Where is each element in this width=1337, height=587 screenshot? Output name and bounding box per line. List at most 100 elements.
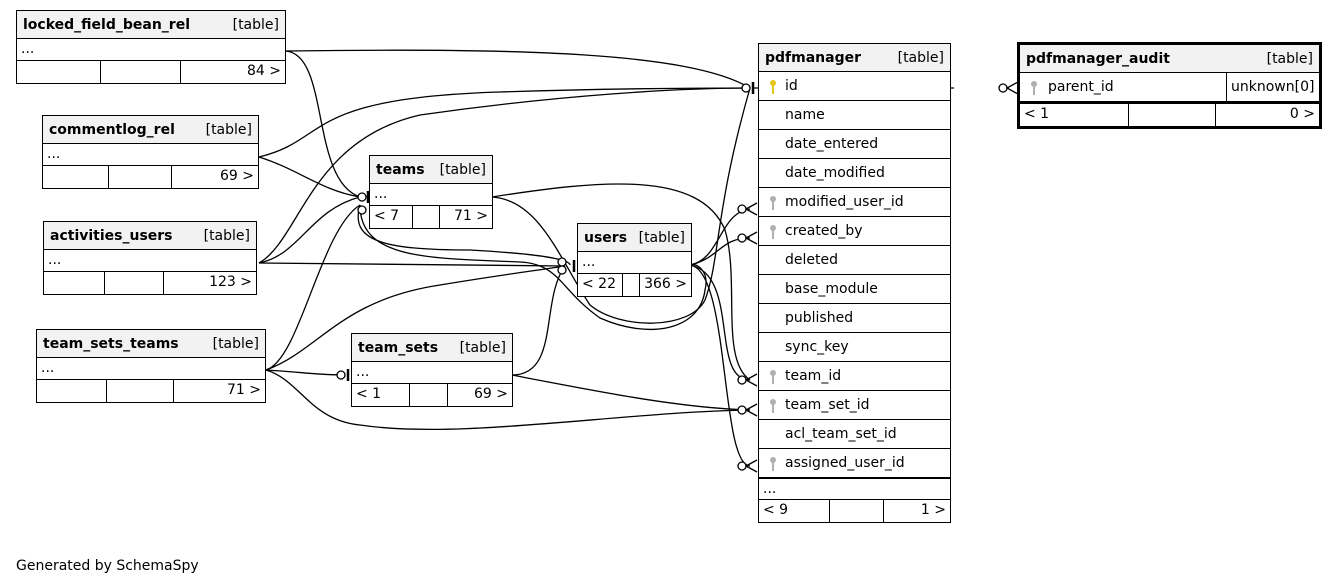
more-columns: ...: [43, 144, 258, 166]
table-commentlog-rel[interactable]: commentlog_rel [table] ... 69 >: [42, 115, 259, 189]
column-name: name: [785, 107, 825, 123]
table-footer: 69 >: [43, 166, 258, 188]
parents-count: < 7: [374, 208, 400, 224]
table-footer: 71 >: [37, 380, 265, 402]
column-row[interactable]: team_set_id: [759, 391, 950, 420]
column-row[interactable]: date_modified: [759, 159, 950, 188]
footer-spacer: [412, 206, 439, 228]
table-teams[interactable]: teams [table] ... < 7 71 >: [369, 155, 493, 229]
footer-spacer: [106, 380, 173, 402]
table-type: [table]: [459, 339, 506, 356]
column-name: deleted: [785, 252, 838, 268]
table-type: [table]: [897, 49, 944, 66]
children-count: 0 >: [1215, 104, 1319, 126]
column-row[interactable]: assigned_user_id: [759, 449, 950, 478]
more-columns: ...: [44, 250, 256, 272]
children-count: 71 >: [439, 206, 492, 228]
column-row[interactable]: deleted: [759, 246, 950, 275]
column-name: acl_team_set_id: [785, 426, 897, 442]
footer-spacer: [622, 274, 639, 296]
parents-count: [43, 166, 108, 188]
children-count: 123 >: [163, 272, 256, 294]
foreign-key-icon: [770, 196, 776, 210]
children-count: 71 >: [173, 380, 265, 402]
table-footer: < 9 1 >: [759, 500, 950, 522]
more-columns: ...: [759, 478, 950, 500]
foreign-key-icon: [770, 370, 776, 384]
table-team-sets-teams[interactable]: team_sets_teams [table] ... 71 >: [36, 329, 266, 403]
table-name: commentlog_rel: [49, 121, 175, 138]
foreign-key-icon: [770, 225, 776, 239]
footer-spacer: [100, 61, 180, 83]
table-team-sets[interactable]: team_sets [table] ... < 1 69 >: [351, 333, 513, 407]
more-columns: ...: [17, 39, 285, 61]
more-columns: ...: [370, 184, 492, 206]
table-name: pdfmanager: [765, 49, 862, 66]
table-type: [table]: [439, 161, 486, 178]
table-header: commentlog_rel [table]: [43, 116, 258, 144]
footer-spacer: [108, 166, 171, 188]
table-type: [table]: [1266, 50, 1313, 67]
column-name: modified_user_id: [785, 194, 904, 210]
table-type: [table]: [232, 16, 279, 33]
column-name: parent_id: [1048, 79, 1114, 95]
more-columns: ...: [578, 252, 691, 274]
column-name: published: [785, 310, 854, 326]
column-name: id: [785, 78, 798, 94]
table-header: team_sets [table]: [352, 334, 512, 362]
table-activities-users[interactable]: activities_users [table] ... 123 >: [43, 221, 257, 295]
table-type: [table]: [638, 229, 685, 246]
children-count: 366 >: [639, 274, 691, 296]
column-row[interactable]: sync_key: [759, 333, 950, 362]
column-row[interactable]: id: [759, 72, 950, 101]
column-name: assigned_user_id: [785, 455, 905, 471]
column-name: team_set_id: [785, 397, 870, 413]
foreign-key-icon: [770, 457, 776, 471]
parents-count: [44, 272, 104, 294]
column-row[interactable]: date_entered: [759, 130, 950, 159]
column-name: team_id: [785, 368, 842, 384]
table-header: pdfmanager [table]: [759, 44, 950, 72]
table-header: users [table]: [578, 224, 691, 252]
table-name: activities_users: [50, 227, 173, 244]
column-row[interactable]: parent_id unknown[0]: [1020, 73, 1319, 104]
table-name: locked_field_bean_rel: [23, 16, 190, 33]
table-footer: < 1 69 >: [352, 384, 512, 406]
children-count: 1 >: [883, 500, 950, 522]
table-name: team_sets_teams: [43, 335, 179, 352]
parents-count: < 9: [763, 502, 789, 518]
column-name: base_module: [785, 281, 878, 297]
column-name: created_by: [785, 223, 863, 239]
table-header: team_sets_teams [table]: [37, 330, 265, 358]
footer-spacer: [1128, 104, 1215, 126]
column-row[interactable]: name: [759, 101, 950, 130]
column-row[interactable]: team_id: [759, 362, 950, 391]
table-locked-field-bean-rel[interactable]: locked_field_bean_rel [table] ... 84 >: [16, 10, 286, 84]
column-row[interactable]: created_by: [759, 217, 950, 246]
table-header: activities_users [table]: [44, 222, 256, 250]
table-footer: 123 >: [44, 272, 256, 294]
table-header: teams [table]: [370, 156, 492, 184]
more-columns: ...: [352, 362, 512, 384]
table-users[interactable]: users [table] ... < 22 366 >: [577, 223, 692, 297]
column-row[interactable]: published: [759, 304, 950, 333]
children-count: 69 >: [171, 166, 258, 188]
children-count: 84 >: [180, 61, 285, 83]
foreign-key-icon: [770, 399, 776, 413]
table-type: [table]: [203, 227, 250, 244]
table-type: [table]: [212, 335, 259, 352]
column-row[interactable]: base_module: [759, 275, 950, 304]
table-pdfmanager-audit[interactable]: pdfmanager_audit [table] parent_id unkno…: [1017, 42, 1322, 129]
footer-spacer: [409, 384, 447, 406]
column-name: date_modified: [785, 165, 885, 181]
parents-count: [17, 61, 100, 83]
column-row[interactable]: acl_team_set_id: [759, 420, 950, 449]
table-type: [table]: [205, 121, 252, 138]
column-row[interactable]: modified_user_id: [759, 188, 950, 217]
footer-spacer: [829, 500, 883, 522]
table-footer: < 22 366 >: [578, 274, 691, 296]
parents-count: < 1: [1024, 106, 1050, 122]
